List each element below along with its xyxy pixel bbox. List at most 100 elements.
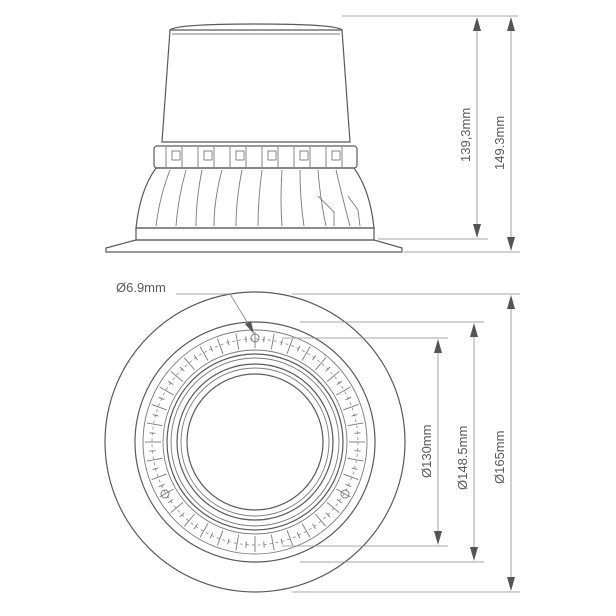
fin-mark [183,357,195,371]
fin-mark [146,457,163,462]
fin-tick [245,541,247,548]
fin-mark [347,422,364,427]
fin-tick [167,499,174,504]
base-plate [135,227,375,241]
fin-tick [167,380,174,385]
base-fins [155,169,361,227]
fin-tick [263,336,265,343]
fin-mark [286,530,294,546]
fin-mark [347,457,364,462]
fin-tick [158,483,165,488]
fin-mark [315,513,327,527]
fin-tick [280,538,283,545]
fin-mark [170,502,184,514]
fin-mark [235,534,240,551]
fin-tick [209,532,214,539]
mounting-hole-left [160,489,170,499]
dome-top [169,23,343,31]
fin-mark [183,513,195,527]
fin-mark [286,338,294,354]
inner-diameter-label: Ø130mm [419,425,434,478]
outer-diameter-dimension: Ø165mm [292,293,520,593]
fin-mark [270,534,275,551]
outer-flange-circle [104,291,406,593]
fin-ring-outer [142,329,368,555]
fin-tick [354,432,361,434]
height-body-dimension: 139,3mm [342,15,518,240]
flange [105,239,403,253]
fin-marks [145,332,365,552]
fin-tick [149,432,156,434]
fin-mark [301,523,311,538]
fin-tick [152,467,159,470]
fin-tick [351,414,358,417]
height-total-dimension: 149.3mm [404,17,520,253]
fin-tick [312,354,317,361]
fin-mark [235,333,240,350]
fin-tick [193,523,198,530]
fin-tick [312,523,317,530]
fin-tick [227,339,230,346]
fin-mark [151,403,167,411]
fin-tick [345,396,352,401]
height-total-label: 149.3mm [492,116,507,170]
fin-ring-inner [162,349,348,535]
mid-diameter-label: Ø148.5mm [455,426,470,490]
outer-diameter-label: Ø165mm [492,431,507,484]
fin-mark [343,403,359,411]
hole-diameter-callout: Ø6.9mm [116,280,254,334]
mounting-hole-top [250,333,260,343]
fin-tick [354,450,361,452]
fin-tick [149,450,156,452]
fin-tick [158,396,165,401]
fin-tick [336,499,343,504]
fin-tick [263,541,265,548]
ring-band [153,145,358,169]
fin-mark [199,346,209,361]
mid-ring-circle [134,321,376,563]
fin-mark [159,488,174,498]
fin-tick [325,512,331,518]
side-view: 139,3mm 149.3mm [105,15,520,253]
fin-tick [152,414,159,417]
lens-body [161,29,351,143]
fin-tick [296,345,301,352]
fin-mark [326,502,340,514]
fin-mark [146,422,163,427]
fin-mark [170,370,184,382]
fin-mark [159,386,174,396]
fin-tick [325,366,331,372]
fin-mark [151,473,167,481]
fin-mark [216,530,224,546]
fin-tick [280,339,283,346]
fin-tick [345,483,352,488]
top-view: Ø6.9mm Ø130mm Ø148.5mm Ø165mm [104,280,520,593]
mid-diameter-dimension: Ø148.5mm [300,321,484,563]
fin-tick [336,380,343,385]
fin-tick [245,336,247,343]
fin-mark [336,386,351,396]
lens-circle [186,373,324,511]
fin-tick [193,354,198,361]
height-body-label: 139,3mm [458,108,473,162]
fin-mark [336,488,351,498]
fin-tick [179,512,185,518]
fin-mark [199,523,209,538]
fin-tick [296,532,301,539]
hole-diameter-label: Ø6.9mm [116,280,166,295]
mounting-hole-right [340,489,350,499]
fin-tick [351,467,358,470]
fin-mark [326,370,340,382]
fin-mark [216,338,224,354]
fin-tick [209,345,214,352]
fin-mark [315,357,327,371]
inner-diameter-dimension: Ø130mm [282,337,448,547]
fin-tick [227,538,230,545]
ring-ribs [165,147,343,167]
fin-mark [301,346,311,361]
fin-tick [179,366,185,372]
fin-mark [270,333,275,350]
fin-mark [343,473,359,481]
finned-base [135,167,375,229]
